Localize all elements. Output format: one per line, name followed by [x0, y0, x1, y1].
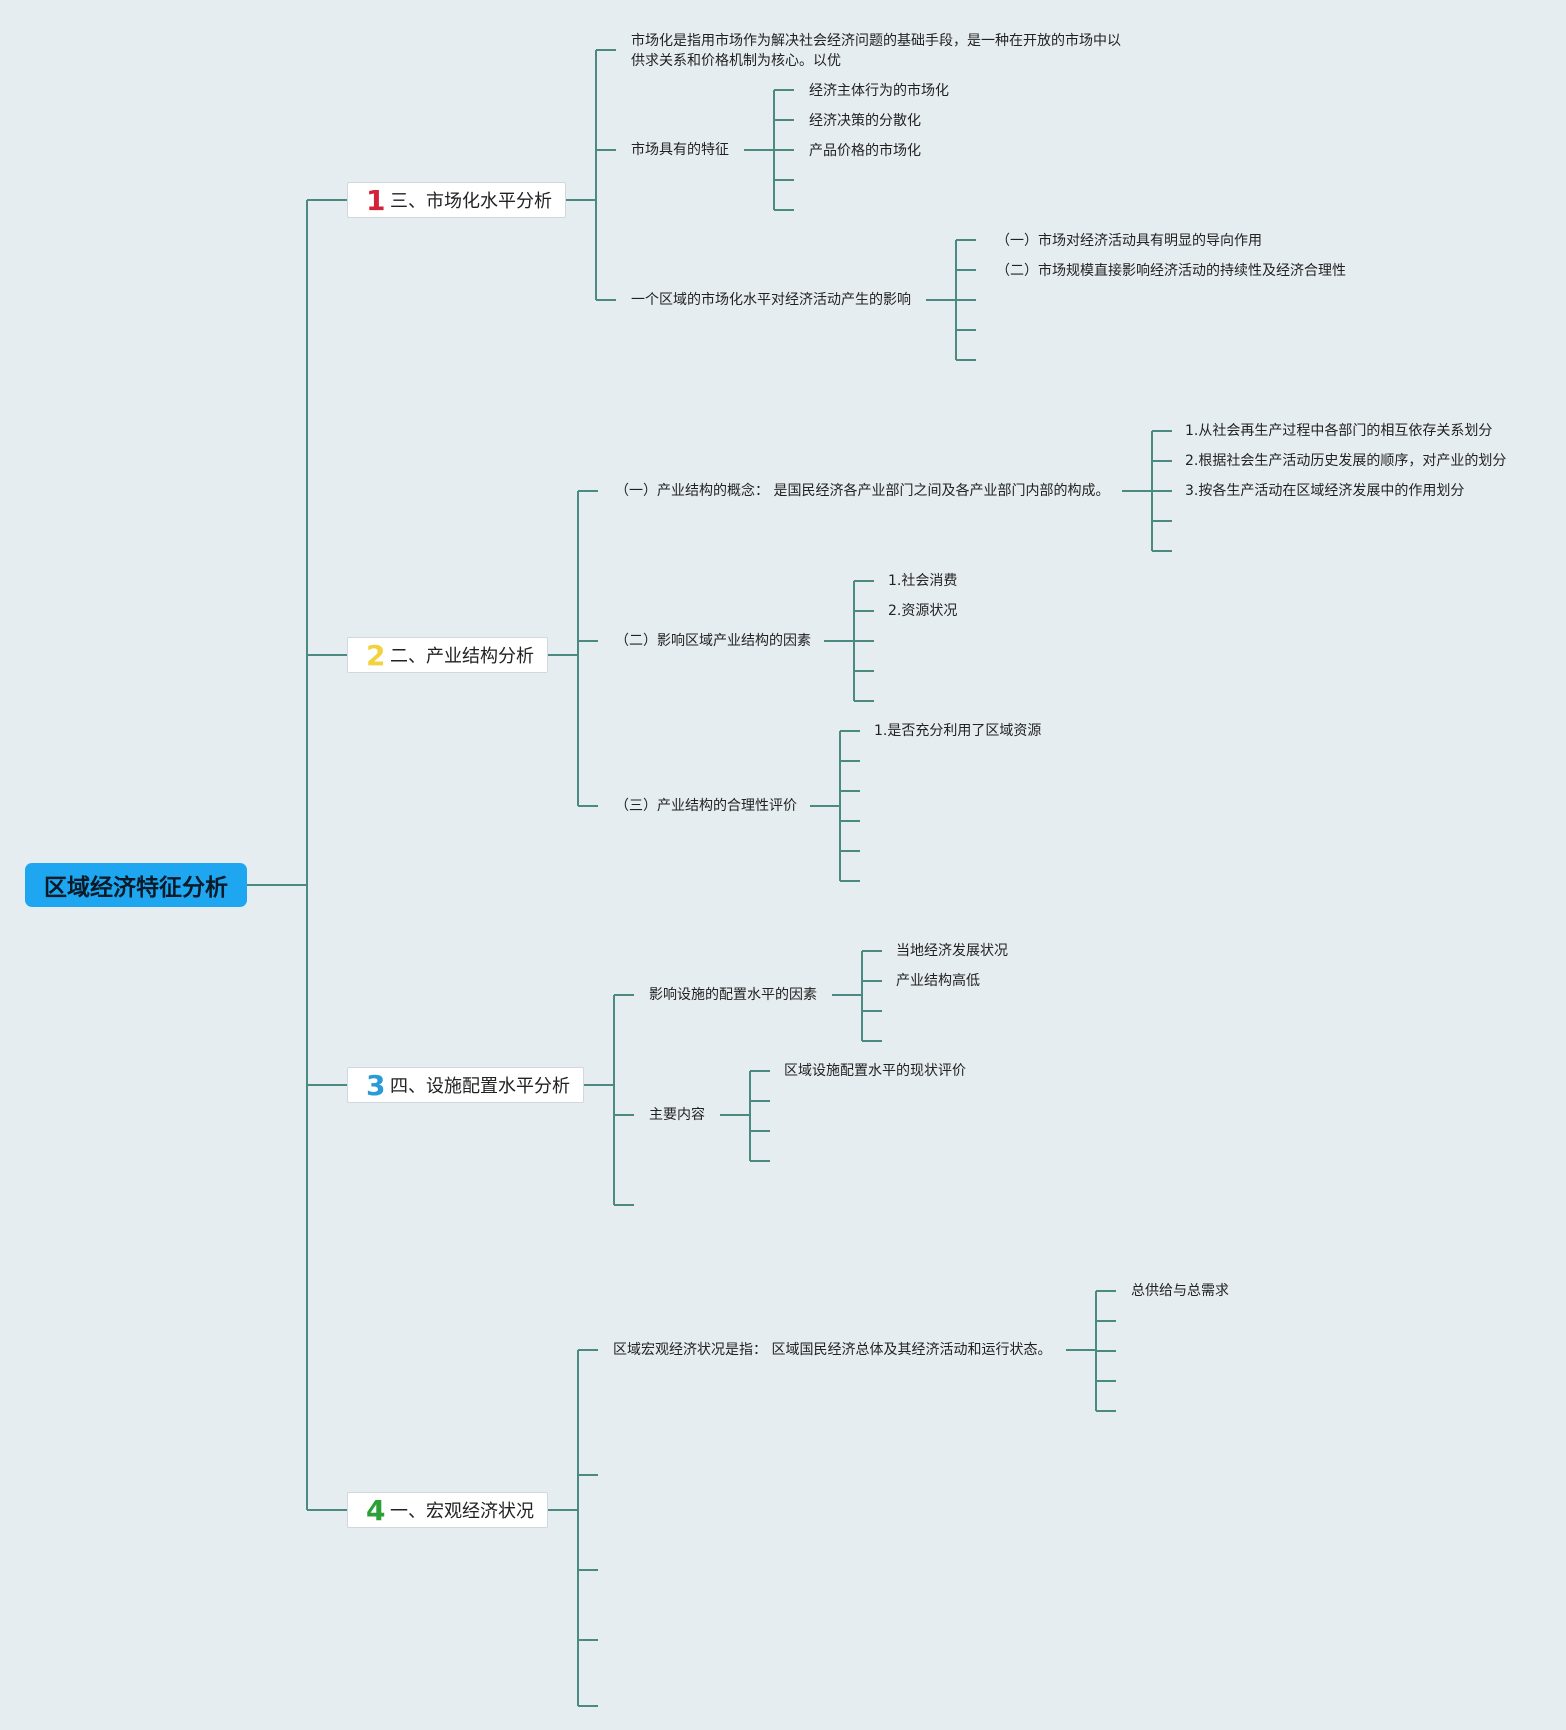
b2-evaluation-leaf[interactable]: 1.是否充分利用了区域资源	[874, 723, 1042, 739]
b1-features[interactable]: 市场具有的特征	[631, 142, 729, 158]
b1-impact-leaf[interactable]: （二）市场规模直接影响经济活动的持续性及经济合理性	[996, 263, 1346, 279]
branch-4-topic[interactable]: 4 一、宏观经济状况	[347, 1492, 548, 1528]
branch-1-topic[interactable]: 1 三、市场化水平分析	[347, 182, 566, 218]
b2-evaluation[interactable]: （三）产业结构的合理性评价	[615, 798, 797, 814]
branch-2-topic[interactable]: 2 二、产业结构分析	[347, 637, 548, 673]
b2-factor-leaf[interactable]: 2.资源状况	[888, 603, 958, 619]
branch-3-number: 3	[366, 1068, 386, 1102]
b1-definition[interactable]: 市场化是指用市场作为解决社会经济问题的基础手段，是一种在开放的市场中以供求关系和…	[631, 33, 1121, 69]
b3-content-leaf[interactable]: 区域设施配置水平的现状评价	[784, 1063, 966, 1079]
branch-1-number: 1	[366, 183, 386, 217]
root-topic[interactable]: 区域经济特征分析	[25, 863, 247, 907]
b2-concept-leaf[interactable]: 1.从社会再生产过程中各部门的相互依存关系划分	[1185, 423, 1493, 439]
b4-definition-leaf[interactable]: 总供给与总需求	[1131, 1283, 1229, 1299]
b2-factors[interactable]: （二）影响区域产业结构的因素	[615, 633, 811, 649]
b1-feature-leaf[interactable]: 经济主体行为的市场化	[809, 83, 949, 99]
b1-impact-leaf[interactable]: （一）市场对经济活动具有明显的导向作用	[996, 233, 1262, 249]
b3-factor-leaf[interactable]: 产业结构高低	[896, 973, 980, 989]
branch-3-topic[interactable]: 3 四、设施配置水平分析	[347, 1067, 584, 1103]
b3-main-content[interactable]: 主要内容	[649, 1107, 705, 1123]
b1-feature-leaf[interactable]: 产品价格的市场化	[809, 143, 921, 159]
branch-2-number: 2	[366, 638, 386, 672]
b1-impact[interactable]: 一个区域的市场化水平对经济活动产生的影响	[631, 292, 911, 308]
b2-concept-leaf[interactable]: 2.根据社会生产活动历史发展的顺序，对产业的划分	[1185, 453, 1507, 469]
branch-4-number: 4	[366, 1493, 386, 1527]
branch-1-label: 三、市场化水平分析	[390, 191, 552, 212]
b2-factor-leaf[interactable]: 1.社会消费	[888, 573, 958, 589]
branch-2-label: 二、产业结构分析	[390, 646, 534, 667]
b4-definition[interactable]: 区域宏观经济状况是指： 区域国民经济总体及其经济活动和运行状态。	[613, 1342, 1052, 1358]
b3-factors[interactable]: 影响设施的配置水平的因素	[649, 987, 817, 1003]
branch-3-label: 四、设施配置水平分析	[390, 1076, 570, 1097]
b2-concept-leaf[interactable]: 3.按各生产活动在区域经济发展中的作用划分	[1185, 483, 1465, 499]
b1-feature-leaf[interactable]: 经济决策的分散化	[809, 113, 921, 129]
b2-concept[interactable]: （一）产业结构的概念： 是国民经济各产业部门之间及各产业部门内部的构成。	[615, 483, 1110, 499]
branch-4-label: 一、宏观经济状况	[390, 1501, 534, 1522]
b3-factor-leaf[interactable]: 当地经济发展状况	[896, 943, 1008, 959]
